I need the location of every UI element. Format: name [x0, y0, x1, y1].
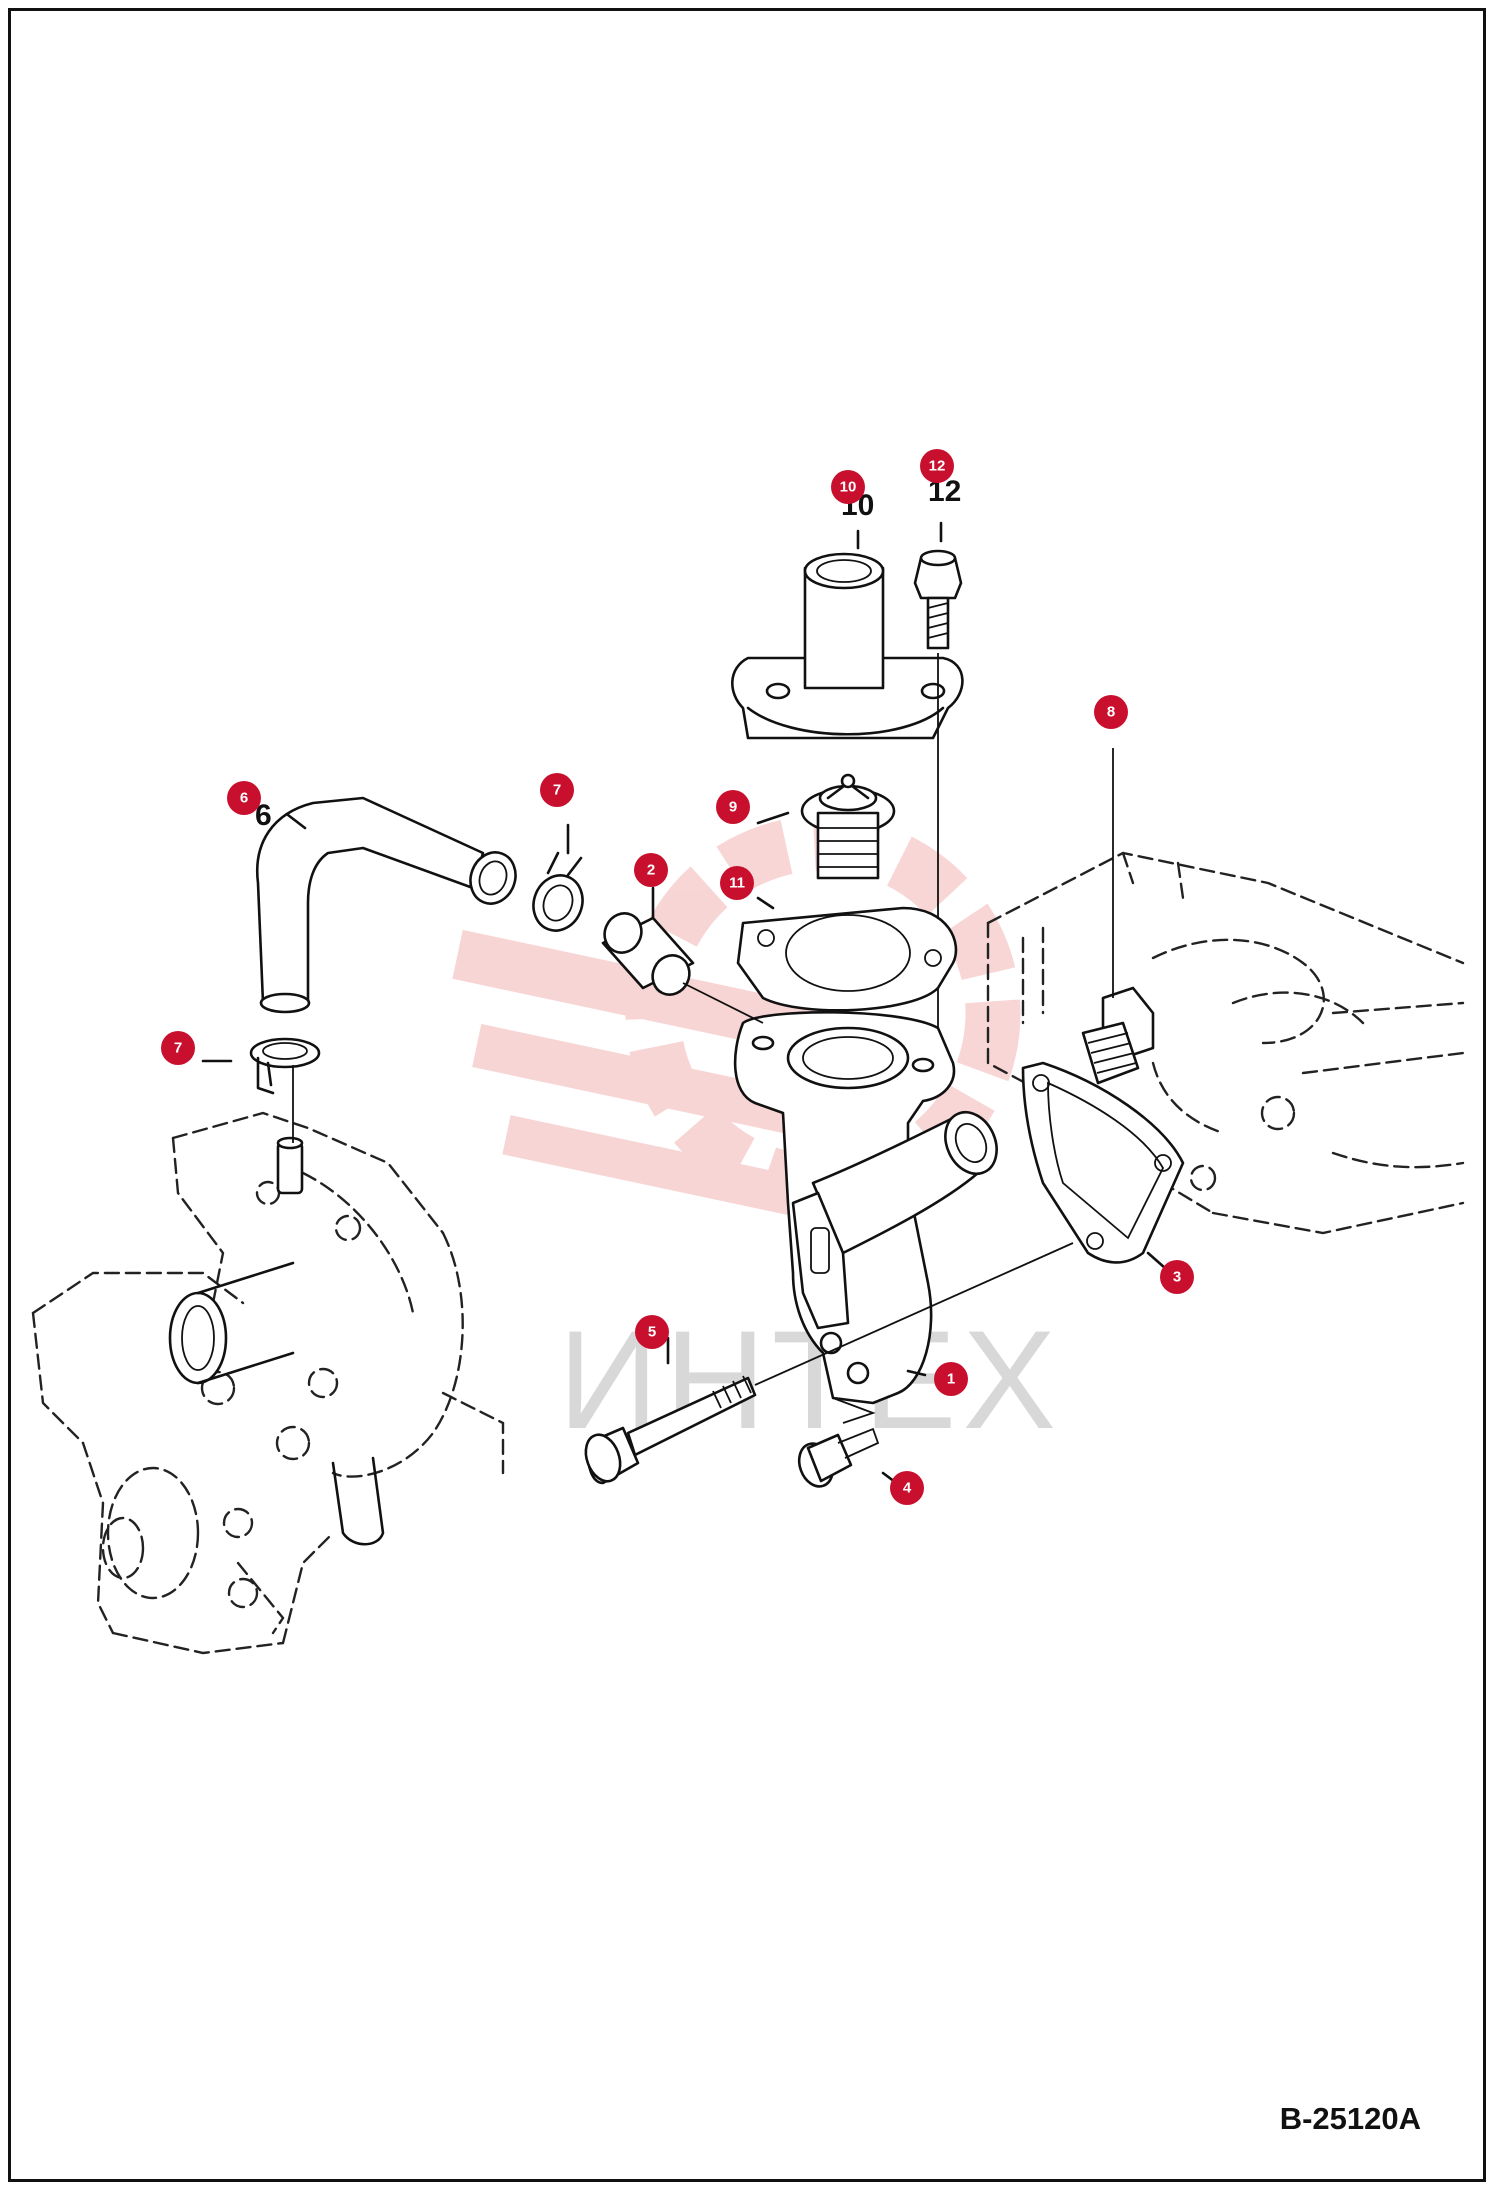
engine-housing-left	[31, 1111, 505, 1655]
svg-text:7: 7	[553, 782, 561, 799]
plug-8	[1081, 748, 1155, 1085]
svg-text:9: 9	[729, 799, 737, 816]
bolt-4	[797, 1397, 880, 1488]
svg-text:12: 12	[929, 458, 946, 475]
svg-text:7: 7	[174, 1040, 182, 1057]
svg-text:1: 1	[947, 1371, 955, 1388]
callout-12: 12	[920, 449, 954, 483]
hose-6	[255, 796, 517, 1014]
callout-9: 9	[716, 790, 750, 824]
pipe-2	[601, 912, 764, 1024]
callout-1: 1	[934, 1362, 968, 1396]
svg-text:10: 10	[840, 479, 857, 496]
thermostat-cover	[731, 552, 964, 740]
thermostat	[800, 773, 896, 880]
callout-2: 2	[634, 853, 668, 887]
svg-text:4: 4	[903, 1480, 912, 1497]
svg-text:8: 8	[1107, 704, 1115, 721]
drawing-reference: B-25120A	[1279, 2101, 1421, 2136]
svg-text:2: 2	[647, 862, 655, 879]
gasket-11	[736, 906, 958, 1012]
callout-5: 5	[635, 1315, 669, 1349]
bolt-5	[584, 1242, 1074, 1485]
parts-diagram: .ln { fill: none; stroke: #111; stroke-w…	[31, 449, 1465, 1655]
svg-text:5: 5	[648, 1324, 656, 1341]
thermostat-housing	[733, 1011, 998, 1405]
svg-text:11: 11	[729, 875, 745, 892]
svg-text:6: 6	[240, 790, 248, 807]
callout-11: 11	[720, 866, 754, 900]
callout-6: 6	[227, 781, 261, 815]
callout-4: 4	[890, 1471, 924, 1505]
callout-7-lower: 7	[161, 1031, 195, 1065]
printed-number-6: 6	[255, 799, 272, 832]
diagram-frame: .ln { fill: none; stroke: #111; stroke-w…	[8, 8, 1486, 2182]
svg-text:3: 3	[1173, 1269, 1181, 1286]
hose-clip-lower	[249, 1037, 321, 1143]
callout-10: 10	[831, 470, 865, 504]
hose-clip-upper	[532, 851, 584, 932]
callout-7-upper: 7	[540, 773, 574, 807]
callout-3: 3	[1160, 1260, 1194, 1294]
callout-8: 8	[1094, 695, 1128, 729]
gasket-3	[1021, 1061, 1185, 1264]
engine-block-right	[986, 851, 1465, 1235]
